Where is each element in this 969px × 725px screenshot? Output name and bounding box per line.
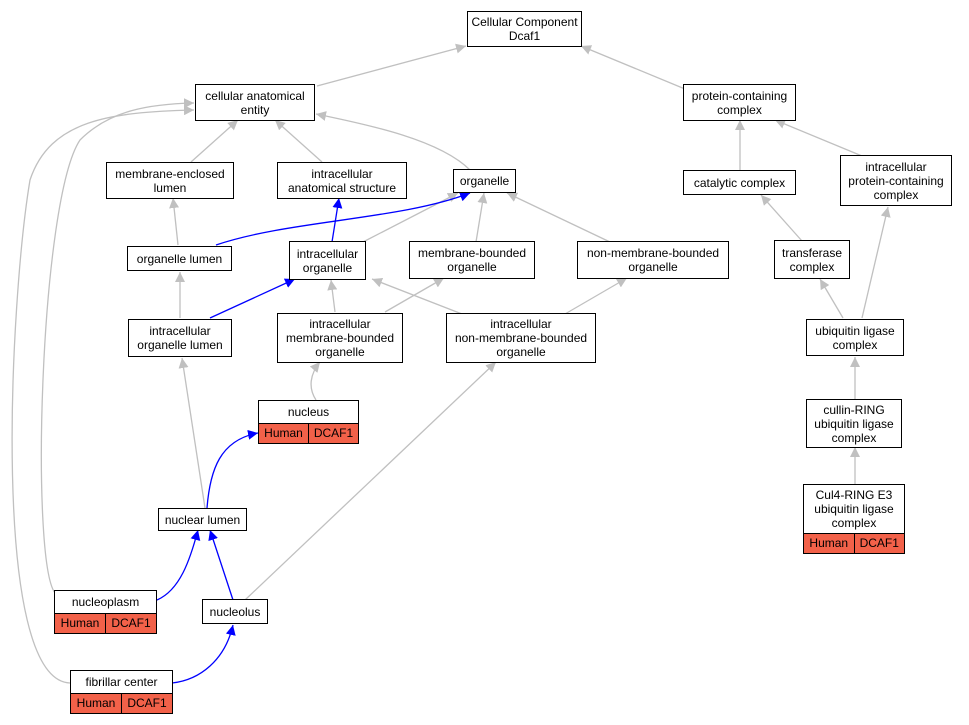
edge-nuc-to-imbo <box>309 361 321 401</box>
edge-io-to-org <box>362 192 459 243</box>
edge-tc-to-cat <box>760 194 803 242</box>
node-protein-containing-complex[interactable]: protein-containing complex <box>683 84 796 121</box>
node-intracellular-non-membrane-bounded-organelle[interactable]: intracellular non-membrane-bounded organ… <box>446 313 596 363</box>
node-membrane-enclosed-lumen[interactable]: membrane-enclosed lumen <box>106 162 234 199</box>
node-ubiquitin-ligase-complex[interactable]: ubiquitin ligase complex <box>806 319 904 356</box>
edge-fc-to-nucleolus-partof <box>171 624 236 684</box>
edge-fc-to-cae <box>11 105 195 684</box>
edge-nucleolus-to-inmbo <box>244 361 497 601</box>
edge-nucleoplasm-to-nl-partof <box>156 529 201 601</box>
node-nuclear-lumen[interactable]: nuclear lumen <box>158 508 247 531</box>
node-nucleoplasm[interactable]: nucleoplasm <box>54 590 157 614</box>
edge-nl-to-nuc-partof <box>206 429 259 509</box>
node-transferase-complex[interactable]: transferase complex <box>774 240 850 279</box>
node-intracellular-organelle-lumen[interactable]: intracellular organelle lumen <box>128 319 232 357</box>
edge-nl-to-iol <box>178 357 206 509</box>
annotation-fibrillar-center-species: Human <box>71 694 121 713</box>
edge-pcc-to-root <box>580 45 686 90</box>
annotation-nucleoplasm-gene: DCAF1 <box>105 614 156 633</box>
annotation-cul4-ring-species: Human <box>804 534 854 553</box>
annotation-nucleus-gene: DCAF1 <box>308 424 358 443</box>
annotation-cul4-ring-gene: DCAF1 <box>853 534 904 553</box>
node-cullin-ring-ubiquitin-ligase-complex[interactable]: cullin-RING ubiquitin ligase complex <box>806 399 902 448</box>
edge-imbo-to-io <box>327 279 338 313</box>
node-organelle[interactable]: organelle <box>453 169 516 193</box>
node-cul4-ring-e3-ubiquitin-ligase-complex[interactable]: Cul4-RING E3 ubiquitin ligase complex <box>803 484 905 534</box>
edge-nucleolus-to-nl-partof <box>208 529 234 601</box>
edge-inmbo-to-nmbo <box>564 277 628 315</box>
node-nucleolus[interactable]: nucleolus <box>202 599 268 624</box>
node-intracellular-membrane-bounded-organelle[interactable]: intracellular membrane-bounded organelle <box>277 313 403 363</box>
edge-ol-to-org-partof <box>215 191 471 246</box>
edge-cae-to-root <box>316 43 467 87</box>
annotation-fibrillar-center-gene: DCAF1 <box>121 694 172 713</box>
node-cellular-anatomical-entity[interactable]: cellular anatomical entity <box>195 84 315 121</box>
edge-io-to-ias-partof <box>331 197 343 243</box>
node-nucleus[interactable]: nucleus <box>258 400 359 424</box>
edge-ulc-to-tc <box>819 278 844 319</box>
node-intracellular-protein-containing-complex[interactable]: intracellular protein-containing complex <box>840 155 952 206</box>
edge-ipcc-to-pcc <box>774 119 863 157</box>
edge-inmbo-to-io <box>371 277 463 315</box>
node-intracellular-organelle[interactable]: intracellular organelle <box>289 241 366 280</box>
node-intracellular-anatomical-structure[interactable]: intracellular anatomical structure <box>277 162 407 199</box>
edge-ol-to-mel <box>169 197 180 246</box>
edge-nucleoplasm-to-cae <box>40 98 195 594</box>
node-non-membrane-bounded-organelle[interactable]: non-membrane-bounded organelle <box>577 241 729 279</box>
edge-org-to-cae <box>315 111 471 171</box>
annotation-nucleoplasm: Human DCAF1 <box>54 614 157 634</box>
edge-iol-to-io-partof <box>209 278 296 319</box>
annotation-cul4-ring: Human DCAF1 <box>803 534 905 554</box>
annotation-fibrillar-center: Human DCAF1 <box>70 694 173 714</box>
annotation-nucleus: Human DCAF1 <box>258 424 359 444</box>
edge-nmbo-to-org <box>506 192 611 243</box>
node-membrane-bounded-organelle[interactable]: membrane-bounded organelle <box>409 241 535 279</box>
annotation-nucleoplasm-species: Human <box>55 614 105 633</box>
node-organelle-lumen[interactable]: organelle lumen <box>127 246 232 271</box>
edge-mel-to-cae <box>190 119 239 163</box>
annotation-nucleus-species: Human <box>259 424 308 443</box>
node-root[interactable]: Cellular Component Dcaf1 <box>467 11 582 47</box>
edge-ias-to-cae <box>274 119 323 163</box>
node-fibrillar-center[interactable]: fibrillar center <box>70 670 173 694</box>
node-catalytic-complex[interactable]: catalytic complex <box>683 170 796 195</box>
edge-mbo-to-org <box>475 192 488 243</box>
edge-ulc-to-ipcc <box>861 206 891 319</box>
